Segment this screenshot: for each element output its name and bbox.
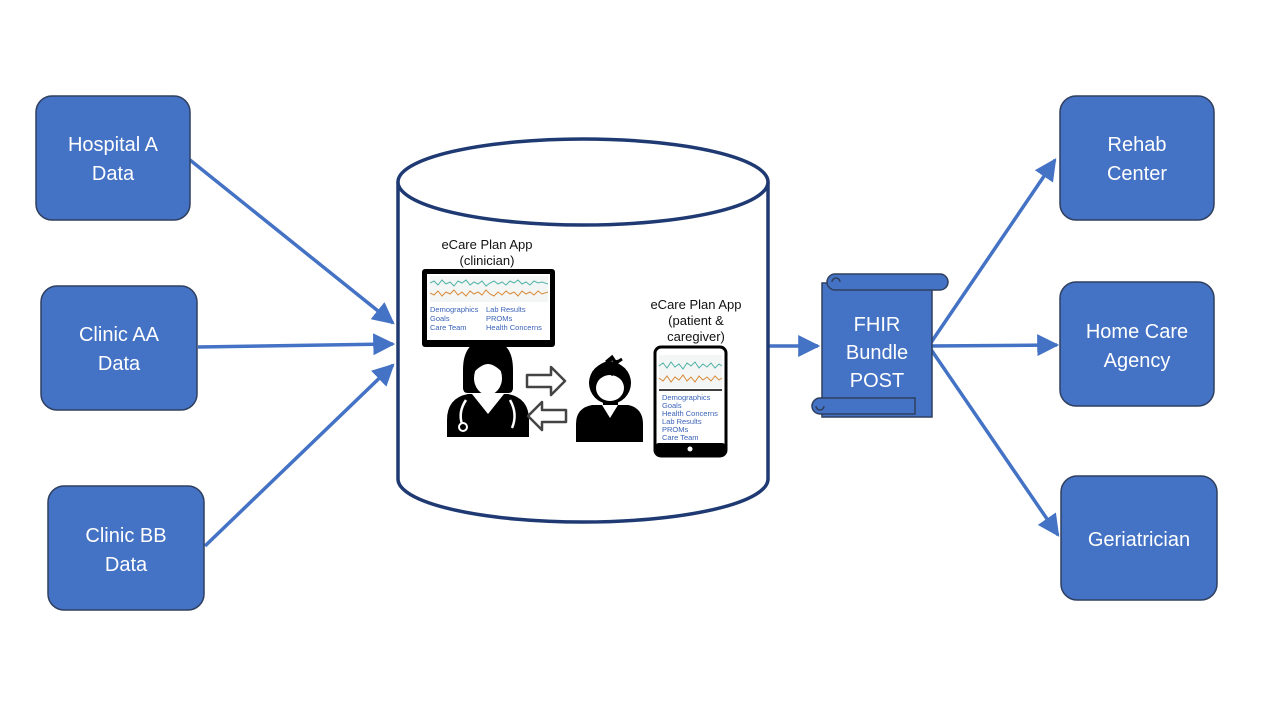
- tablet-icon: Demographics Goals Health Concerns Lab R…: [653, 345, 728, 458]
- destination-label-line1: Geriatrician: [1088, 529, 1190, 551]
- doctor-icon: [447, 340, 529, 437]
- bundle-label-line3: POST: [850, 370, 904, 392]
- patient-app: eCare Plan App (patient & caregiver) Dem…: [650, 297, 742, 458]
- destination-label-line1: Rehab: [1108, 134, 1167, 156]
- source-label-line1: Hospital A: [68, 134, 159, 156]
- arrow-hospital-a-to-repository: [188, 158, 395, 325]
- monitor-icon: Demographics Goals Care Team Lab Results…: [422, 269, 555, 362]
- clinician-item: PROMs: [486, 314, 513, 323]
- clinician-item: Health Concerns: [486, 323, 542, 332]
- person-icon: [576, 354, 643, 442]
- patient-item: Lab Results: [662, 417, 702, 426]
- patient-item: Demographics: [662, 393, 711, 402]
- arrow-bundle-to-rehab: [928, 158, 1057, 345]
- patient-item: PROMs: [662, 425, 689, 434]
- patient-app-subtitle-2: caregiver): [667, 329, 725, 344]
- clinician-item: Lab Results: [486, 305, 526, 314]
- source-label-line2: Data: [92, 163, 135, 185]
- arrow-clinic-aa-to-repository: [197, 333, 396, 356]
- arrow-clinic-bb-to-repository: [203, 363, 395, 548]
- patient-item: Goals: [662, 401, 682, 410]
- clinician-app: eCare Plan App (clinician) Demographics …: [422, 237, 555, 362]
- clinician-item: Care Team: [430, 323, 467, 332]
- arrow-bundle-to-geriatrician: [928, 347, 1060, 537]
- clinician-item: Demographics: [430, 305, 479, 314]
- clinician-app-subtitle: (clinician): [460, 253, 515, 268]
- source-label-line1: Clinic BB: [85, 525, 166, 547]
- source-hospital-a: Hospital A Data: [35, 95, 191, 221]
- source-clinic-bb: Clinic BB Data: [47, 485, 205, 611]
- fhir-bundle-scroll: FHIR Bundle POST: [811, 273, 949, 418]
- clinician-app-title: eCare Plan App: [441, 237, 532, 252]
- patient-app-title: eCare Plan App: [650, 297, 741, 312]
- source-clinic-aa: Clinic AA Data: [40, 285, 198, 411]
- arrow-bundle-to-home-care: [929, 334, 1060, 357]
- destination-rehab-center: Rehab Center: [1059, 95, 1215, 221]
- source-label-line1: Clinic AA: [79, 324, 160, 346]
- patient-item: Health Concerns: [662, 409, 718, 418]
- destination-label-line1: Home Care: [1086, 321, 1188, 343]
- source-label-line2: Data: [98, 353, 141, 375]
- destination-label-line2: Center: [1107, 163, 1167, 185]
- arrow-left-icon: [526, 400, 568, 432]
- mini-chart-graphic: [430, 276, 548, 302]
- patient-app-subtitle-1: (patient &: [668, 313, 724, 328]
- destination-home-care-agency: Home Care Agency: [1059, 281, 1215, 407]
- scroll-icon: [811, 273, 949, 418]
- arrow-right-icon: [525, 365, 567, 397]
- destination-geriatrician: Geriatrician: [1060, 475, 1218, 601]
- clinician-item: Goals: [430, 314, 450, 323]
- exchange-arrows: [525, 365, 568, 432]
- source-label-line2: Data: [105, 554, 148, 576]
- bundle-label-line1: FHIR: [854, 314, 901, 336]
- patient-item: Care Team: [662, 433, 699, 442]
- destination-label-line2: Agency: [1104, 350, 1171, 372]
- connectors: [188, 158, 1060, 548]
- bundle-label-line2: Bundle: [846, 342, 908, 364]
